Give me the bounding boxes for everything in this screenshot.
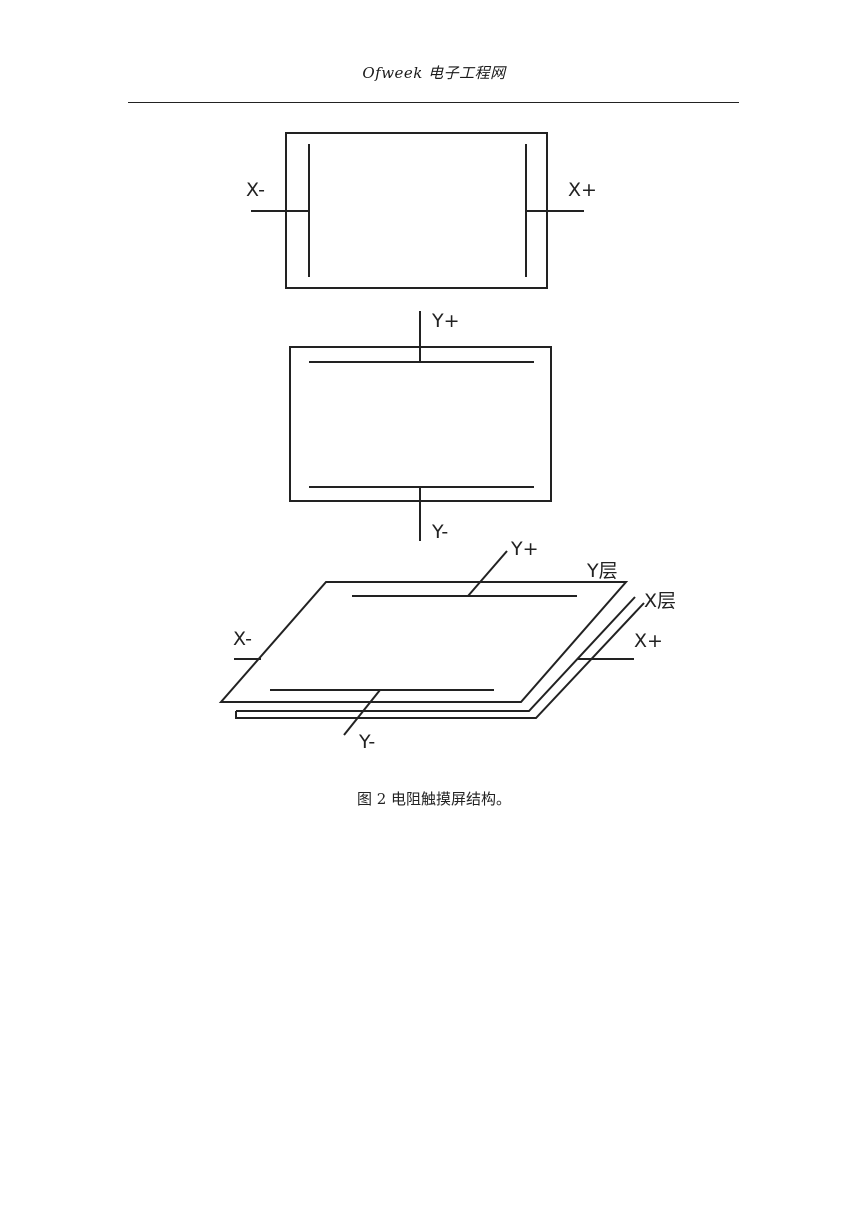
stack-y-layer-label: Y层 (586, 560, 618, 582)
x-layer-sheet-edge-1 (236, 596, 636, 712)
y-layer-frame (289, 346, 552, 502)
stack-y-minus-lead (343, 689, 381, 736)
header-divider (128, 102, 739, 103)
stack-x-minus-label: X- (233, 628, 252, 650)
y-plus-label: Y+ (431, 310, 460, 332)
x-minus-label: X- (246, 179, 265, 201)
y-minus-label: Y- (431, 521, 448, 543)
x-layer-frame (285, 132, 548, 289)
x-layer-panel: X- X+ (246, 132, 597, 289)
stack-x-layer-label: X层 (644, 590, 676, 612)
stack-x-plus-label: X+ (634, 630, 663, 652)
x-layer-sheet (218, 581, 629, 703)
y-layer-panel: Y+ Y- (289, 310, 552, 543)
figure-caption: 图 2 电阻触摸屏结构。 (356, 790, 512, 808)
stack-y-plus-label: Y+ (510, 538, 539, 560)
x-layer-sheet-edge-2 (235, 602, 645, 719)
stacked-layers: Y+ Y层 X层 X- X+ Y- (218, 538, 676, 753)
stack-y-plus-lead (467, 550, 508, 597)
stack-y-minus-label: Y- (358, 731, 375, 753)
x-plus-label: X+ (568, 179, 597, 201)
page-header-title: Ofweek 电子工程网 (362, 64, 506, 82)
